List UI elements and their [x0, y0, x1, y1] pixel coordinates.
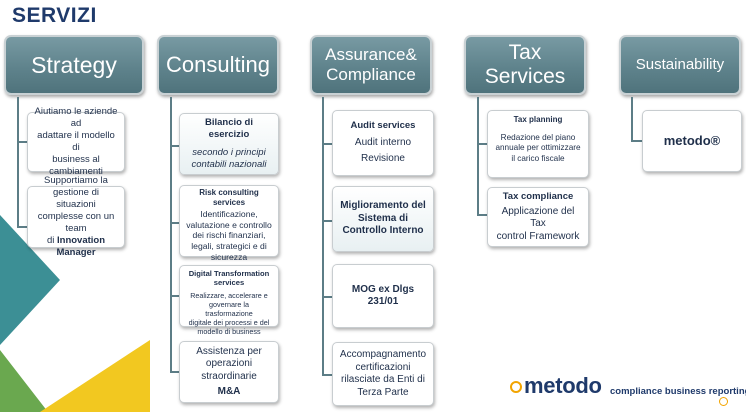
strategy-card-1: Aiutiamo le aziende ad adattare il model… [27, 106, 125, 177]
consulting-card-ma: Assistenza per operazioni straordinarie … [179, 341, 279, 403]
green-triangle [0, 350, 48, 412]
connector-assurance [322, 97, 324, 375]
assurance-card-controllo: Miglioramento del Sistema di Controllo I… [332, 186, 434, 252]
tax-card-planning: Tax planning Redazione del piano annuale… [487, 110, 589, 178]
connector-sustainability [631, 97, 633, 141]
consulting-card-bilancio: Bilancio di esercizio secondo i principi… [179, 113, 279, 175]
sustainability-card-metodo: metodo® [642, 110, 742, 172]
strategy-card-2: Supportiamo la gestione di situazioni co… [27, 175, 125, 258]
teal-triangle [0, 215, 60, 345]
header-sustainability: Sustainability [619, 35, 741, 95]
logo-dot-icon [510, 381, 522, 393]
header-assurance-compliance: Assurance& Compliance [310, 35, 432, 95]
page-title: SERVIZI [12, 4, 97, 27]
assurance-card-audit: Audit services Audit interno Revisione [332, 110, 434, 176]
assurance-card-certificazioni: Accompagnamento certificazioni rilasciat… [332, 342, 434, 406]
logo-small-mark-icon [719, 397, 728, 406]
metodo-logo: metodo compliance business reporting [506, 373, 746, 409]
consulting-card-digital: Digital Transformation services Realizza… [179, 265, 279, 336]
header-strategy: Strategy [4, 35, 144, 95]
tax-card-compliance: Tax compliance Applicazione del Tax cont… [487, 187, 589, 247]
consulting-card-risk: Risk consulting services Identificazione… [179, 185, 279, 262]
connector-tax [477, 97, 479, 215]
assurance-card-mog: MOG ex Dlgs 231/01 [332, 264, 434, 328]
yellow-triangle [40, 340, 150, 412]
connector-strategy [17, 97, 19, 227]
header-tax-services: Tax Services [464, 35, 586, 95]
connector-consulting [170, 97, 172, 372]
header-consulting: Consulting [157, 35, 279, 95]
